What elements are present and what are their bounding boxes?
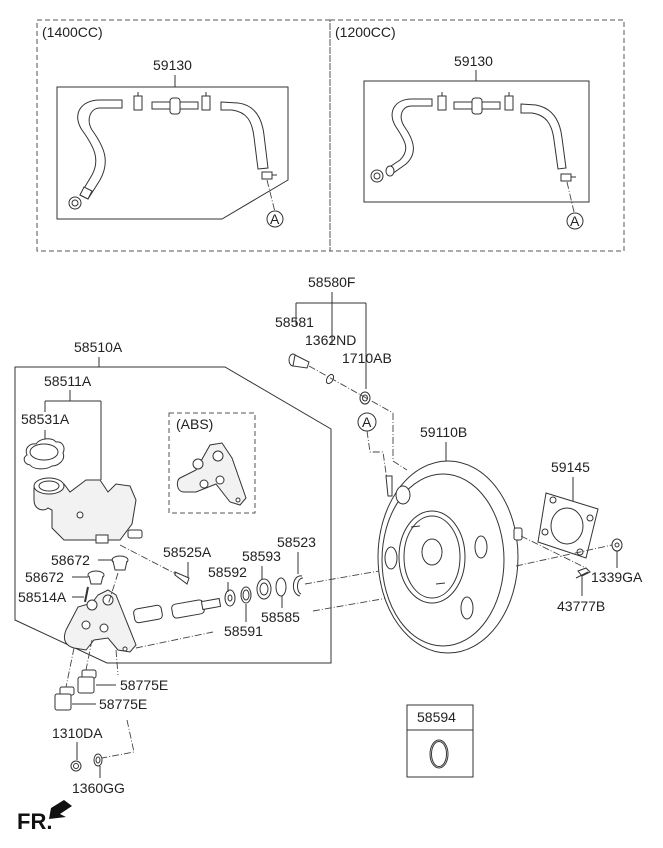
group-58580F: 58580F 58581 1362ND 1710AB A — [275, 274, 408, 481]
fitting-58775E-upper[interactable] — [77, 669, 97, 694]
label-1362ND[interactable]: 1362ND — [305, 332, 356, 348]
hose-right-1200[interactable] — [520, 103, 567, 170]
reservoir-58511A[interactable] — [33, 477, 143, 544]
clamp-icon — [437, 92, 447, 111]
label-58514A[interactable]: 58514A — [18, 589, 67, 605]
oring-58594[interactable] — [429, 739, 449, 769]
ref-marker-a-1200 — [566, 212, 584, 230]
label-1339GA[interactable]: 1339GA — [591, 569, 643, 585]
front-arrow-icon — [49, 800, 72, 819]
bolt-58525A[interactable] — [174, 571, 190, 585]
check-valve-icon[interactable] — [151, 97, 199, 115]
label-58591[interactable]: 58591 — [224, 623, 263, 639]
variant-1200cc-frame — [329, 19, 625, 252]
label-abs: (ABS) — [176, 416, 213, 432]
master-cylinder-body[interactable] — [63, 589, 137, 653]
label-58531A[interactable]: 58531A — [21, 411, 70, 427]
label-59130-1400[interactable]: 59130 — [153, 57, 192, 73]
gasket-59145[interactable] — [537, 492, 599, 559]
group-59110B: 59110B — [377, 424, 523, 654]
clamp-icon — [261, 171, 277, 180]
group-58510A: 58510A 58511A 58531A (ABS) — [14, 339, 332, 712]
vacuum-port — [385, 475, 393, 497]
ref-marker-a-1400 — [266, 210, 284, 228]
label-1710AB[interactable]: 1710AB — [342, 350, 392, 366]
label-58594[interactable]: 58594 — [417, 709, 456, 725]
washer-1360GG[interactable] — [93, 753, 103, 767]
label-59110B[interactable]: 59110B — [420, 424, 467, 440]
clamp-icon — [68, 196, 82, 210]
hose-left-1400[interactable] — [77, 99, 123, 200]
nut-1339GA[interactable] — [611, 538, 623, 552]
grommet-58672-upper[interactable] — [111, 555, 129, 571]
variant-1200cc-header: (1200CC) — [335, 24, 396, 40]
clamp-icon — [560, 173, 576, 182]
abs-master-cylinder[interactable] — [176, 442, 247, 506]
pin-58581[interactable] — [288, 353, 310, 369]
check-valve-icon[interactable] — [453, 97, 501, 115]
oring-58585[interactable] — [275, 577, 287, 597]
label-58511A[interactable]: 58511A — [44, 373, 92, 389]
ref-marker-a-text: A — [362, 414, 372, 430]
group-bottom-fasteners: 1310DA 1360GG — [52, 719, 135, 796]
clip-1362ND[interactable] — [325, 373, 335, 385]
front-label: FR. — [17, 809, 52, 834]
variant-1400cc-frame — [36, 19, 331, 252]
label-58510A[interactable]: 58510A — [74, 339, 123, 355]
group-box-59130-1200 — [363, 80, 590, 203]
seal-58591[interactable] — [240, 586, 252, 604]
label-58593[interactable]: 58593 — [242, 548, 281, 564]
clamp-icon — [201, 92, 211, 111]
label-58585[interactable]: 58585 — [261, 609, 300, 625]
label-1310DA[interactable]: 1310DA — [52, 725, 103, 741]
clamp-icon — [504, 92, 514, 111]
clamp-icon — [133, 92, 143, 111]
variant-panel-1400cc: (1400CC) 59130 A — [36, 19, 331, 252]
label-58592[interactable]: 58592 — [208, 564, 247, 580]
pin-58514A[interactable] — [84, 586, 89, 603]
box-58594 — [406, 704, 474, 778]
fitting-58775E-lower[interactable] — [54, 686, 75, 711]
label-58525A[interactable]: 58525A — [163, 544, 212, 560]
ref-marker-a-text: A — [570, 213, 580, 229]
reservoir-cap-58531A[interactable] — [23, 438, 65, 470]
seal-58593[interactable] — [256, 578, 272, 600]
label-1360GG[interactable]: 1360GG — [72, 780, 125, 796]
label-58523[interactable]: 58523 — [277, 534, 316, 550]
group-58594: 58594 — [406, 704, 474, 778]
clip-43777B[interactable] — [575, 567, 591, 579]
hose-right-1400[interactable] — [220, 101, 269, 170]
label-58775E-upper[interactable]: 58775E — [120, 677, 168, 693]
nut-1310DA[interactable] — [70, 760, 82, 772]
label-58775E-lower[interactable]: 58775E — [99, 696, 147, 712]
group-59145: 59145 1339GA 43777B — [515, 459, 643, 614]
label-58672-upper[interactable]: 58672 — [51, 552, 90, 568]
label-58580F[interactable]: 58580F — [308, 274, 355, 290]
washer-58592[interactable] — [224, 589, 236, 607]
snap-ring-58523[interactable] — [293, 575, 304, 597]
label-59130-1200[interactable]: 59130 — [454, 53, 493, 69]
grommet-58672-lower[interactable] — [87, 570, 105, 585]
label-58581[interactable]: 58581 — [275, 314, 314, 330]
group-box-58510A — [14, 366, 332, 664]
primary-piston-assembly[interactable] — [133, 597, 222, 624]
label-59145[interactable]: 59145 — [551, 459, 590, 475]
group-box-59130-1400 — [56, 86, 289, 220]
washer-1710AB[interactable] — [359, 391, 371, 405]
abs-inset-frame — [168, 412, 256, 514]
ref-marker-a-text: A — [270, 211, 280, 227]
front-direction-indicator: FR. — [17, 800, 72, 834]
variant-panel-1200cc: (1200CC) 59130 A — [329, 19, 625, 252]
brake-booster-59110B[interactable] — [377, 460, 523, 654]
label-43777B[interactable]: 43777B — [557, 598, 605, 614]
clamp-icon — [370, 169, 384, 183]
variant-1400cc-header: (1400CC) — [42, 24, 103, 40]
hose-left-1200[interactable] — [385, 98, 433, 177]
label-58672-lower[interactable]: 58672 — [25, 569, 64, 585]
